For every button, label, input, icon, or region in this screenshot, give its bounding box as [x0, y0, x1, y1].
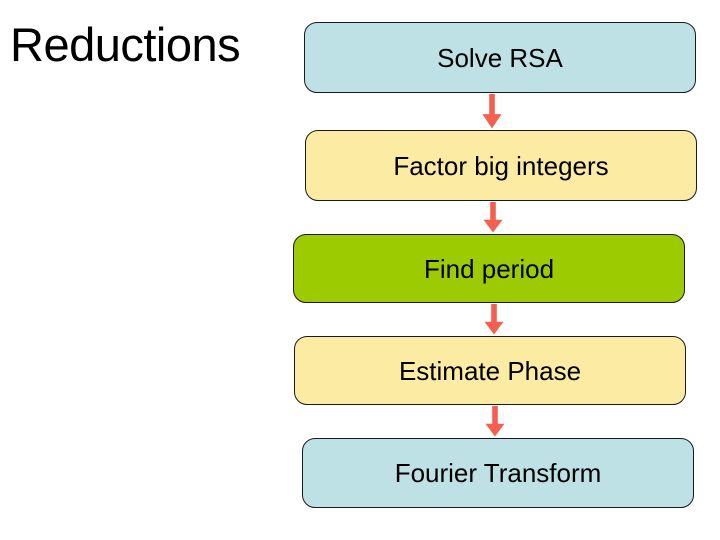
flow-box[interactable]: Factor big integers	[305, 130, 697, 201]
flow-arrow-down-icon	[480, 202, 506, 233]
flow-box-label: Factor big integers	[393, 150, 609, 181]
flow-box[interactable]: Solve RSA	[304, 22, 696, 93]
flow-box-label: Estimate Phase	[398, 355, 582, 386]
flow-box-label: Solve RSA	[437, 42, 563, 73]
flow-arrow-down-icon	[482, 406, 508, 437]
flow-box[interactable]: Find period	[293, 234, 685, 303]
flow-arrow-down-icon	[479, 94, 505, 129]
flow-box-label: Fourier Transform	[394, 458, 602, 488]
flow-box[interactable]: Estimate Phase	[294, 336, 686, 405]
flow-arrow-down-icon	[481, 304, 507, 335]
page-title: Reductions	[10, 18, 241, 71]
flow-box[interactable]: Fourier Transform	[302, 438, 694, 508]
flow-box-label: Find period	[423, 253, 555, 284]
